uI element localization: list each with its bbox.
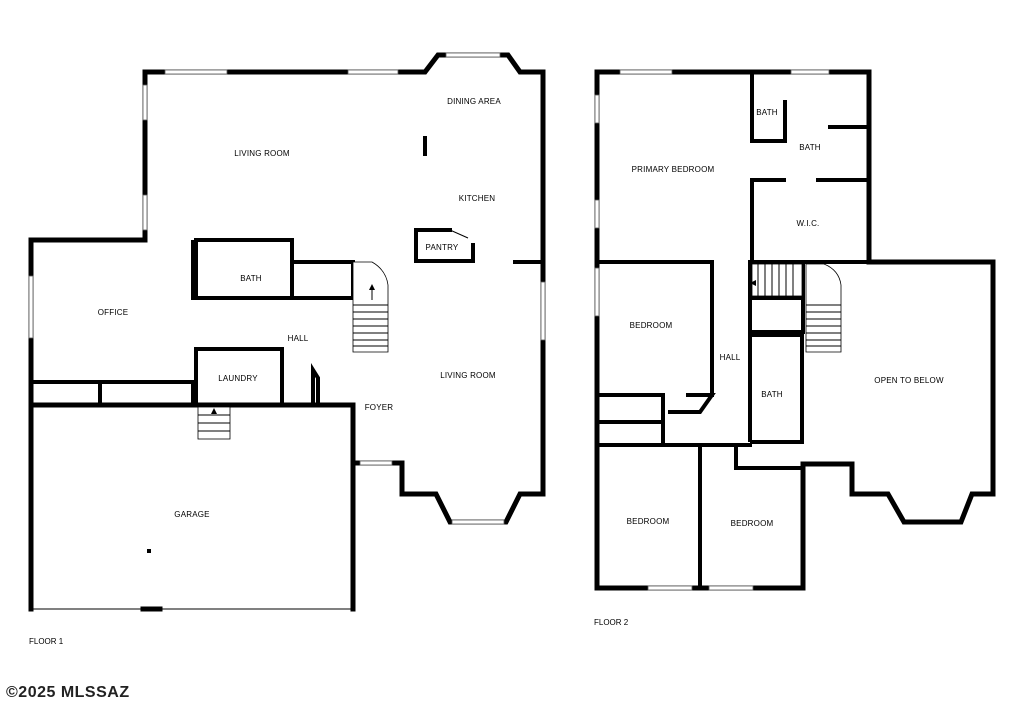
window xyxy=(451,519,505,525)
floor1-office-inner-wall xyxy=(29,240,195,407)
floor1-office-wall xyxy=(28,237,148,408)
window xyxy=(142,84,148,121)
window xyxy=(347,69,399,75)
floor-2-label: FLOOR 2 xyxy=(594,618,629,627)
room-hall-2: HALL xyxy=(720,353,741,362)
watermark: ©2025 MLSSAZ xyxy=(6,684,130,701)
floor-2: PRIMARY BEDROOM BATH BATH W.I.C. BEDROOM… xyxy=(594,69,996,627)
room-primary-bedroom: PRIMARY BEDROOM xyxy=(632,165,715,174)
room-open-to-below: OPEN TO BELOW xyxy=(874,376,944,385)
room-bath: BATH xyxy=(240,274,262,283)
floor2-exterior-wall xyxy=(594,69,996,591)
room-foyer: FOYER xyxy=(365,403,394,412)
floor-1: LIVING ROOM DINING AREA KITCHEN PANTRY B… xyxy=(28,52,546,646)
floor1-pantry-wall xyxy=(414,228,475,263)
window xyxy=(594,267,600,317)
room-pantry: PANTRY xyxy=(426,243,459,252)
window xyxy=(647,585,693,591)
room-bedroom-3: BEDROOM xyxy=(731,519,774,528)
floor2-bath-hall-wall xyxy=(750,333,804,444)
room-laundry: LAUNDRY xyxy=(218,374,258,383)
room-hall: HALL xyxy=(288,334,309,343)
floor2-bedroom-divider xyxy=(595,443,805,590)
pantry-door xyxy=(449,229,469,239)
room-dining-area: DINING AREA xyxy=(447,97,501,106)
floor2-wic-wall xyxy=(750,125,871,264)
floor1-bath-wall xyxy=(194,238,294,300)
room-kitchen: KITCHEN xyxy=(459,194,496,203)
window xyxy=(359,460,393,466)
floor1-exterior-wall xyxy=(142,52,546,525)
room-bath-primary: BATH xyxy=(799,143,821,152)
room-living-room: LIVING ROOM xyxy=(234,149,290,158)
room-living-room-2: LIVING ROOM xyxy=(440,371,496,380)
window xyxy=(594,94,600,124)
floor1-garage-wall xyxy=(28,402,356,612)
floor-1-label: FLOOR 1 xyxy=(29,637,64,646)
floor1-hall-wall xyxy=(290,260,355,300)
window xyxy=(790,69,830,75)
room-wic: W.I.C. xyxy=(797,219,820,228)
window xyxy=(142,194,148,231)
room-garage: GARAGE xyxy=(174,510,209,519)
floor1-stairs xyxy=(352,261,389,353)
floor2-stairs xyxy=(750,263,842,353)
window xyxy=(619,69,673,75)
floor2-bedroom1-wall xyxy=(595,393,716,422)
window xyxy=(28,275,34,339)
window xyxy=(445,52,501,58)
garage-post xyxy=(147,549,151,553)
room-bedroom: BEDROOM xyxy=(630,321,673,330)
room-bedroom-2: BEDROOM xyxy=(627,517,670,526)
room-office: OFFICE xyxy=(98,308,129,317)
floor1-laundry-wall xyxy=(194,347,284,407)
room-bath-small: BATH xyxy=(756,108,778,117)
floor2-closet-wall xyxy=(595,420,665,447)
floor2-bath-small-wall xyxy=(750,70,787,143)
floor1-column xyxy=(311,363,320,407)
room-bath-hall: BATH xyxy=(761,390,783,399)
window xyxy=(708,585,754,591)
window xyxy=(540,281,546,341)
garage-steps xyxy=(197,406,231,440)
floor2-hall-wall xyxy=(710,260,805,442)
window xyxy=(594,199,600,229)
window xyxy=(164,69,228,75)
